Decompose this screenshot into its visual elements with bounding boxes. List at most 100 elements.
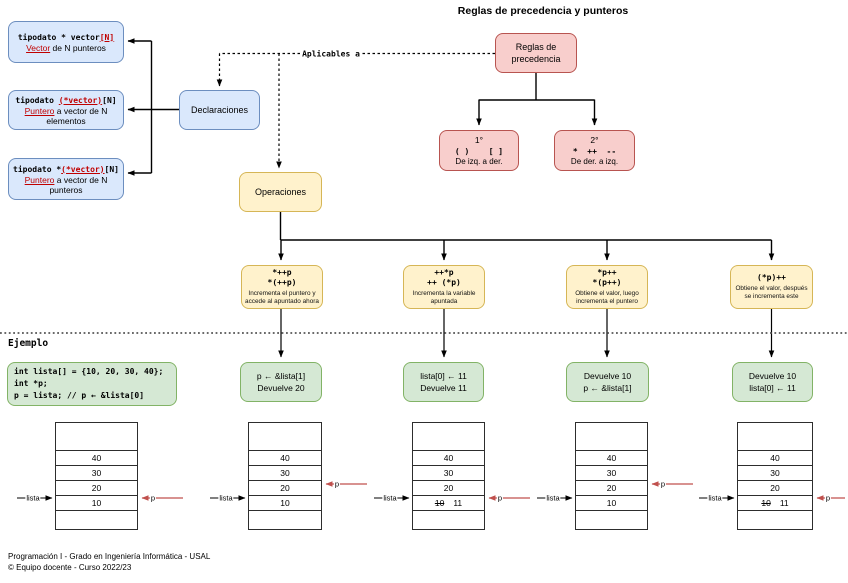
- memory-table-1: 40 30 20 10: [55, 422, 138, 530]
- memory-table-4: 40 30 20 10: [575, 422, 648, 530]
- memory-cell: 30: [56, 465, 137, 480]
- result-line: Devuelve 11: [420, 383, 467, 393]
- ejemplo-label: Ejemplo: [8, 338, 49, 349]
- memory-cell: 30: [738, 465, 812, 480]
- memory-cell: 40: [249, 450, 321, 465]
- operations-connector: [278, 212, 775, 261]
- decl-code-line: tipodato (*vector)[N]: [15, 95, 117, 105]
- memory-cell: 30: [249, 465, 321, 480]
- operation-result-arrows: [278, 309, 775, 358]
- op-expr-paren: *(++p): [267, 278, 297, 287]
- p-label: p: [659, 479, 667, 489]
- footer-line-1: Programación I - Grado en Ingeniería Inf…: [8, 552, 211, 561]
- memory-cell-empty: [738, 510, 812, 529]
- memory-cell: 40: [738, 450, 812, 465]
- p-label: p: [824, 493, 832, 503]
- footer: Programación I - Grado en Ingeniería Inf…: [8, 551, 210, 573]
- aplicables-label: Aplicables a: [301, 49, 361, 59]
- precedence-connector: [476, 73, 598, 126]
- decl-box-vector-of-n-pointers: tipodato * vector[N] Vector de N puntero…: [8, 21, 124, 63]
- memory-cell-changed: 10 11: [413, 495, 484, 510]
- new-value: 11: [453, 498, 463, 508]
- memory-cell-empty: [56, 510, 137, 529]
- page-title: Reglas de precedencia y punteros: [457, 5, 629, 17]
- operations-hub-box: Operaciones: [239, 172, 322, 212]
- memory-cell: 20: [249, 480, 321, 495]
- old-value: 10: [434, 498, 445, 508]
- decl-desc-line: Puntero a vector de N punteros: [24, 174, 108, 195]
- footer-line-2: © Equipo docente - Curso 2022/23: [8, 563, 132, 572]
- op-expr: *p++: [597, 268, 617, 277]
- memory-cell-empty: [576, 510, 647, 529]
- op-desc: Obtiene el valor, luego incrementa el pu…: [575, 290, 639, 305]
- example-code-box: int lista[] = {10, 20, 30, 40}; int *p; …: [7, 362, 177, 406]
- memory-cell: 30: [413, 465, 484, 480]
- memory-cell: 40: [56, 450, 137, 465]
- lista-label: lista: [707, 493, 723, 503]
- memory-cell: 20: [738, 480, 812, 495]
- op-expr-paren: *(p++): [592, 278, 622, 287]
- memory-table-2: 40 30 20 10: [248, 422, 322, 530]
- memory-cell-empty: [56, 423, 137, 450]
- result-box-2: lista[0] ← 11 Devuelve 11: [403, 362, 484, 402]
- declarations-hub-box: Declaraciones: [179, 90, 260, 130]
- op-expr: ++*p: [434, 268, 454, 277]
- memory-cell-empty: [413, 423, 484, 450]
- result-line: p ← &lista[1]: [256, 371, 306, 381]
- rule-order: 1°: [474, 134, 484, 145]
- declarations-hub-label: Declaraciones: [190, 105, 249, 115]
- precedence-rule-2-box: 2° * ++ -- De der. a izq.: [554, 130, 635, 171]
- decl-box-pointer-to-vector-of-pointers: tipodato *(*vector)[N] Puntero a vector …: [8, 158, 124, 200]
- aplicables-dashed-connector: [216, 52, 495, 169]
- result-box-1: p ← &lista[1] Devuelve 20: [240, 362, 322, 402]
- rule-operators: ( ) [ ]: [454, 146, 504, 156]
- decl-desc-line: Vector de N punteros: [26, 42, 106, 53]
- decl-code-line: tipodato *(*vector)[N]: [13, 164, 119, 174]
- memory-cell: 10: [56, 495, 137, 510]
- memory-cell: 30: [576, 465, 647, 480]
- lista-label: lista: [218, 493, 234, 503]
- old-value: 10: [761, 498, 771, 508]
- memory-cell-changed: 10 11: [738, 495, 812, 510]
- op-expr: (*p)++: [757, 273, 786, 282]
- result-line: lista[0] ← 11: [749, 383, 796, 393]
- memory-cell: 20: [576, 480, 647, 495]
- precedence-root-box: Reglas de precedencia: [495, 33, 577, 73]
- op-desc: Incrementa la variable apuntada: [412, 290, 476, 305]
- memory-cell-empty: [576, 423, 647, 450]
- op-box-value-then-inc: (*p)++ Obtiene el valor, después se incr…: [730, 265, 813, 309]
- example-code: int lista[] = {10, 20, 30, 40}; int *p; …: [14, 367, 164, 400]
- result-line: lista[0] ← 11: [420, 371, 467, 381]
- rule-order: 2°: [590, 134, 599, 145]
- result-line: Devuelve 20: [257, 383, 305, 393]
- rule-direction: De izq. a der.: [455, 156, 503, 166]
- decl-code-line: tipodato * vector[N]: [17, 32, 115, 42]
- memory-cell: 20: [56, 480, 137, 495]
- result-box-3: Devuelve 10 p ← &lista[1]: [566, 362, 649, 402]
- lista-label: lista: [545, 493, 561, 503]
- p-label: p: [149, 493, 157, 503]
- precedence-root-label: Reglas de precedencia: [511, 42, 561, 64]
- memory-cell: 20: [413, 480, 484, 495]
- precedence-rule-1-box: 1° ( ) [ ] De izq. a der.: [439, 130, 519, 171]
- p-pointer-arrows: [141, 481, 845, 501]
- op-box-inc-then-deref: *++p *(++p) Incrementa el puntero y acce…: [241, 265, 323, 309]
- op-expr-paren: ++ (*p): [427, 278, 461, 287]
- memory-cell: 40: [576, 450, 647, 465]
- declarations-connector: [127, 38, 179, 176]
- new-value: 11: [779, 498, 789, 508]
- result-box-4: Devuelve 10 lista[0] ← 11: [732, 362, 813, 402]
- op-desc: Obtiene el valor, después se incrementa …: [735, 285, 808, 300]
- decl-desc-line: Puntero a vector de N elementos: [24, 105, 108, 126]
- memory-cell-empty: [249, 510, 321, 529]
- memory-cell-empty: [249, 423, 321, 450]
- op-desc: Incrementa el puntero y accede al apunta…: [245, 290, 319, 305]
- lista-label: lista: [382, 493, 398, 503]
- rule-direction: De der. a izq.: [570, 156, 619, 166]
- memory-cell: 10: [249, 495, 321, 510]
- result-line: Devuelve 10: [748, 371, 797, 381]
- op-box-deref-then-inc-pointer: *p++ *(p++) Obtiene el valor, luego incr…: [566, 265, 648, 309]
- memory-cell-empty: [738, 423, 812, 450]
- operations-hub-label: Operaciones: [254, 187, 307, 197]
